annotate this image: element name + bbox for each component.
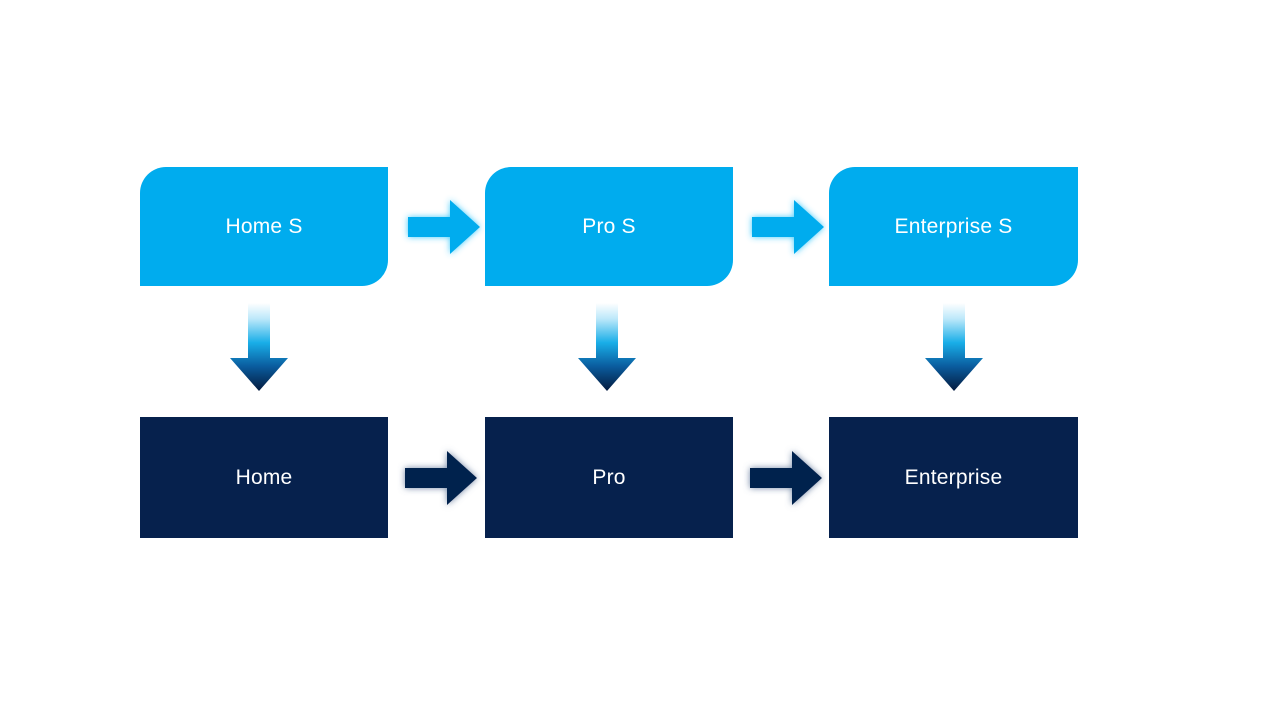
arrow-right-icon-home-to-pro bbox=[403, 447, 479, 509]
stage-label-enterprise-s: Enterprise S bbox=[894, 214, 1013, 238]
stage-box-home[interactable]: Home bbox=[140, 417, 388, 538]
stage-label-pro-s: Pro S bbox=[582, 214, 636, 238]
stage-box-enterprise-s[interactable]: Enterprise S bbox=[829, 167, 1078, 286]
stage-label-home-s: Home S bbox=[225, 214, 303, 238]
stage-label-enterprise: Enterprise bbox=[904, 465, 1003, 489]
stage-box-enterprise[interactable]: Enterprise bbox=[829, 417, 1078, 538]
arrow-right-icon-pro-to-enterprise bbox=[748, 447, 824, 509]
arrow-down-icon-pro-s-to-pro bbox=[575, 302, 639, 394]
stage-box-pro-s[interactable]: Pro S bbox=[485, 167, 733, 286]
stage-box-pro[interactable]: Pro bbox=[485, 417, 733, 538]
stage-label-pro: Pro bbox=[592, 465, 626, 489]
stage-label-home: Home bbox=[235, 465, 293, 489]
arrow-down-icon-enterprise-s-to-enterprise bbox=[922, 302, 986, 394]
arrow-right-icon-home-s-to-pro-s bbox=[406, 196, 482, 258]
stage-box-home-s[interactable]: Home S bbox=[140, 167, 388, 286]
arrow-down-icon-home-s-to-home bbox=[227, 302, 291, 394]
arrow-right-icon-pro-s-to-enterprise-s bbox=[750, 196, 826, 258]
